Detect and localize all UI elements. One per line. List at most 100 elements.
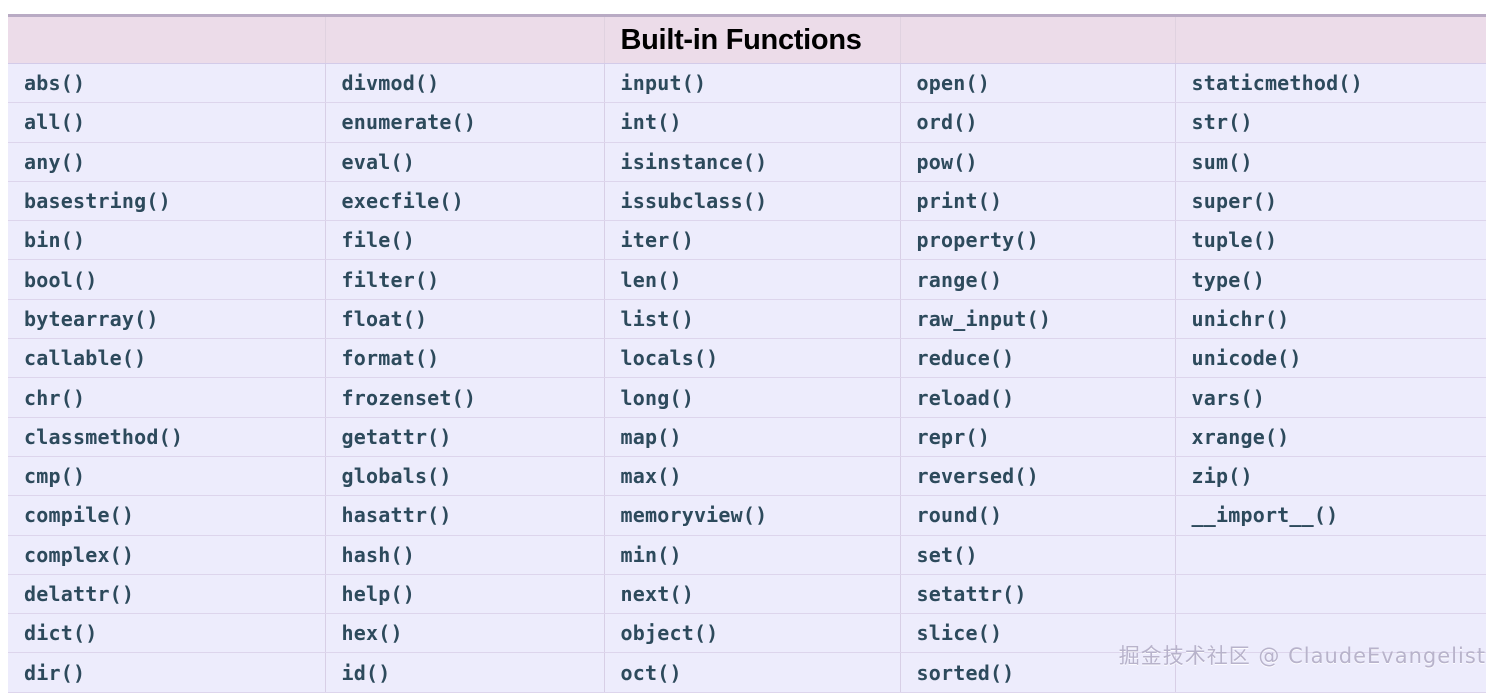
function-name-cell: reversed() [900,456,1176,497]
function-name-cell: locals() [604,338,901,379]
function-name-cell: range() [900,259,1176,300]
function-name-cell: xrange() [1175,417,1486,457]
table-row: all()enumerate()int()ord()str() [8,102,1486,143]
table-header: Built-in Functions [8,15,1486,64]
header-cell-2 [325,15,605,64]
function-name-cell: enumerate() [325,102,605,143]
function-name-cell: dir() [8,652,326,693]
function-name-cell: cmp() [8,456,326,497]
function-name-cell: open() [900,63,1176,104]
function-name-cell: bool() [8,259,326,300]
header-cell-5 [1175,15,1486,64]
function-name-cell: divmod() [325,63,605,104]
header-cell-4 [900,15,1176,64]
function-name-cell: filter() [325,259,605,300]
function-name-cell: pow() [900,142,1176,182]
function-name-cell: input() [604,63,901,104]
table-row: bool()filter()len()range()type() [8,259,1486,300]
table-row: compile()hasattr()memoryview()round()__i… [8,495,1486,536]
function-name-cell: compile() [8,495,326,536]
function-name-cell: object() [604,613,901,654]
function-name-cell: next() [604,574,901,615]
function-name-cell: complex() [8,535,326,575]
builtin-functions-table-container: Built-in Functions abs()divmod()input()o… [8,14,1486,693]
function-name-cell: help() [325,574,605,615]
table-header-row: Built-in Functions [8,15,1486,64]
function-name-cell: classmethod() [8,417,326,457]
function-name-cell: max() [604,456,901,497]
function-name-cell: file() [325,220,605,261]
function-name-cell: bytearray() [8,299,326,340]
function-name-cell: callable() [8,338,326,379]
builtin-functions-table: Built-in Functions abs()divmod()input()o… [8,14,1486,693]
function-name-cell: basestring() [8,181,326,222]
function-name-cell: round() [900,495,1176,536]
empty-cell [1175,613,1486,654]
function-name-cell: sum() [1175,142,1486,182]
table-row: bin()file()iter()property()tuple() [8,220,1486,261]
function-name-cell: __import__() [1175,495,1486,536]
function-name-cell: raw_input() [900,299,1176,340]
function-name-cell: format() [325,338,605,379]
function-name-cell: dict() [8,613,326,654]
function-name-cell: eval() [325,142,605,182]
function-name-cell: zip() [1175,456,1486,497]
function-name-cell: ord() [900,102,1176,143]
function-name-cell: property() [900,220,1176,261]
function-name-cell: set() [900,535,1176,575]
function-name-cell: type() [1175,259,1486,300]
function-name-cell: tuple() [1175,220,1486,261]
function-name-cell: slice() [900,613,1176,654]
function-name-cell: min() [604,535,901,575]
function-name-cell: abs() [8,63,326,104]
function-name-cell: all() [8,102,326,143]
table-row: dir()id()oct()sorted() [8,652,1486,693]
empty-cell [1175,574,1486,615]
empty-cell [1175,535,1486,575]
function-name-cell: repr() [900,417,1176,457]
table-row: abs()divmod()input()open()staticmethod() [8,63,1486,104]
function-name-cell: hash() [325,535,605,575]
table-row: basestring()execfile()issubclass()print(… [8,181,1486,222]
function-name-cell: oct() [604,652,901,693]
function-name-cell: float() [325,299,605,340]
function-name-cell: reload() [900,377,1176,418]
function-name-cell: issubclass() [604,181,901,222]
function-name-cell: memoryview() [604,495,901,536]
function-name-cell: isinstance() [604,142,901,182]
function-name-cell: hasattr() [325,495,605,536]
function-name-cell: unicode() [1175,338,1486,379]
function-name-cell: chr() [8,377,326,418]
function-name-cell: reduce() [900,338,1176,379]
function-name-cell: unichr() [1175,299,1486,340]
function-name-cell: int() [604,102,901,143]
function-name-cell: delattr() [8,574,326,615]
table-row: complex()hash()min()set() [8,535,1486,575]
table-row: delattr()help()next()setattr() [8,574,1486,615]
table-row: classmethod()getattr()map()repr()xrange(… [8,417,1486,457]
table-row: chr()frozenset()long()reload()vars() [8,377,1486,418]
table-body: abs()divmod()input()open()staticmethod()… [8,63,1486,693]
function-name-cell: globals() [325,456,605,497]
function-name-cell: frozenset() [325,377,605,418]
function-name-cell: id() [325,652,605,693]
table-title: Built-in Functions [604,15,901,64]
function-name-cell: bin() [8,220,326,261]
table-row: bytearray()float()list()raw_input()unich… [8,299,1486,340]
function-name-cell: execfile() [325,181,605,222]
function-name-cell: staticmethod() [1175,63,1486,104]
function-name-cell: vars() [1175,377,1486,418]
function-name-cell: sorted() [900,652,1176,693]
function-name-cell: len() [604,259,901,300]
function-name-cell: getattr() [325,417,605,457]
table-row: any()eval()isinstance()pow()sum() [8,142,1486,182]
table-row: callable()format()locals()reduce()unicod… [8,338,1486,379]
function-name-cell: iter() [604,220,901,261]
function-name-cell: print() [900,181,1176,222]
header-cell-1 [8,15,326,64]
function-name-cell: str() [1175,102,1486,143]
function-name-cell: setattr() [900,574,1176,615]
table-row: cmp()globals()max()reversed()zip() [8,456,1486,497]
function-name-cell: hex() [325,613,605,654]
empty-cell [1175,652,1486,693]
